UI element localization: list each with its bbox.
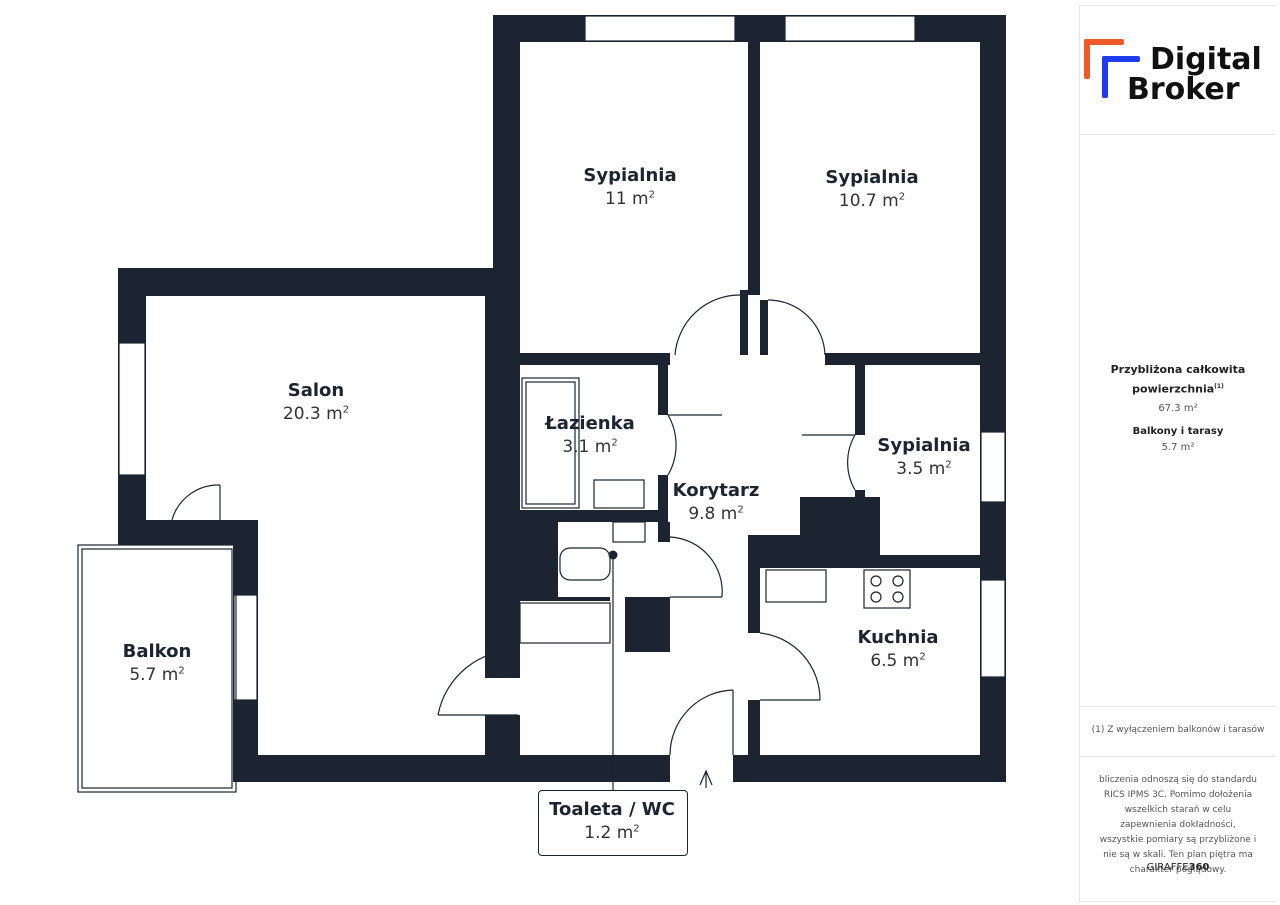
toaleta-callout <box>538 790 688 856</box>
toilet <box>559 547 611 581</box>
wc-sink <box>612 521 646 543</box>
entrance-arrow-icon <box>699 769 713 788</box>
bathtub <box>521 377 580 509</box>
fixtures <box>77 294 911 793</box>
balcony-outline <box>77 544 237 793</box>
giraffe360-credit: GIRAFFE360 <box>1146 862 1210 873</box>
floor-plan <box>77 15 1006 793</box>
stove <box>863 569 911 609</box>
disclaimer: bliczenia odnoszą się do standardu RICS … <box>1098 775 1257 875</box>
windows <box>118 15 1006 701</box>
area-summary: Przybliżona całkowita powierzchnia(1) 67… <box>1110 363 1246 453</box>
sink <box>593 479 645 509</box>
footnote: (1) Z wyłączeniem balkonów i tarasów <box>1091 725 1265 735</box>
walls <box>118 15 1006 782</box>
kitchen-sink <box>765 569 827 603</box>
toaleta-marker <box>608 550 618 560</box>
brand-logo: Digital Broker <box>1080 31 1276 111</box>
info-panel: Digital Broker Przybliżona całkowita pow… <box>1079 5 1276 902</box>
